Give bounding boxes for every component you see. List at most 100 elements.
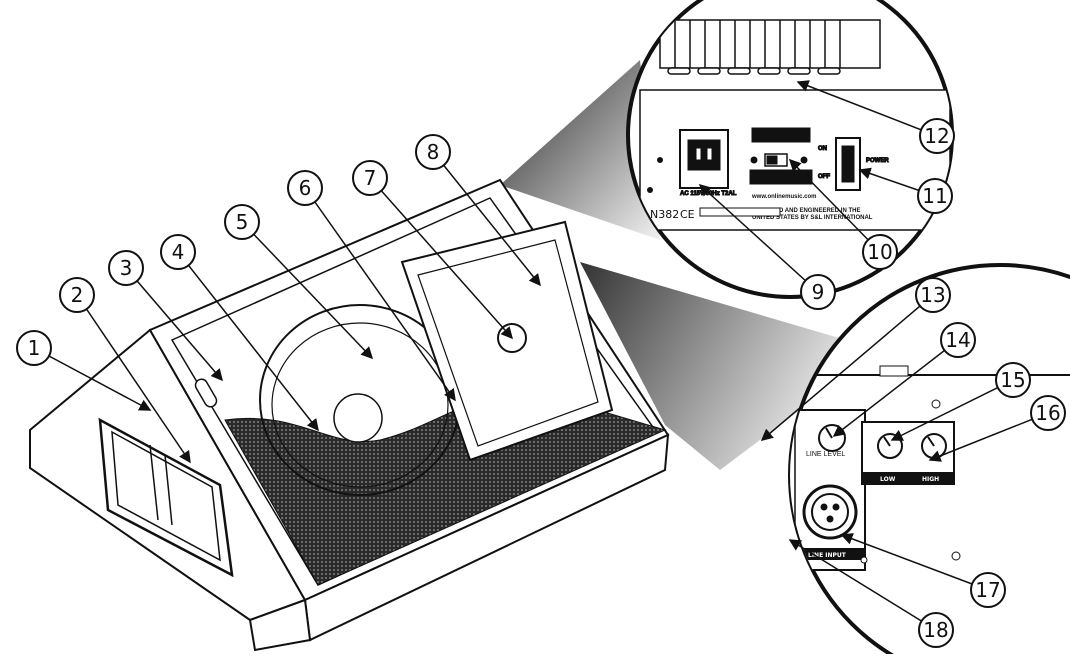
callout-circle-8 xyxy=(415,134,451,170)
callout-circle-9 xyxy=(800,274,836,310)
rear-panel-magnifier: AC 115V 60Hz T2AL www.onlinemusic.com DE… xyxy=(626,0,954,299)
callout-8: 8 xyxy=(415,134,451,170)
callout-leader-15 xyxy=(890,379,1014,441)
callout-number-17: 17 xyxy=(975,578,1000,602)
callout-number-1: 1 xyxy=(28,336,41,360)
callout-number-13: 13 xyxy=(920,283,945,307)
callout-leader-10 xyxy=(788,158,881,253)
callout-3: 3 xyxy=(108,250,144,286)
callout-17: 17 xyxy=(970,572,1006,608)
line-level-label: LINE LEVEL xyxy=(806,451,845,458)
callout-number-5: 5 xyxy=(236,210,249,234)
callout-leader-12 xyxy=(796,80,938,137)
power-label: POWER xyxy=(866,158,889,164)
magnifier-beam-bottom xyxy=(580,262,880,470)
high-label: HIGH xyxy=(922,476,939,483)
callout-circle-14 xyxy=(940,322,976,358)
callout-circle-16 xyxy=(1030,395,1066,431)
line-input-label: LINE INPUT xyxy=(808,552,847,559)
callout-15: 15 xyxy=(995,362,1031,398)
callout-number-14: 14 xyxy=(945,328,970,352)
woofer xyxy=(259,304,461,496)
callout-leader-7 xyxy=(369,177,513,340)
callout-leader-4 xyxy=(177,251,319,432)
callout-11: 11 xyxy=(917,178,953,214)
callout-10: 10 xyxy=(862,234,898,270)
line-input-xlr xyxy=(802,484,858,540)
callout-5: 5 xyxy=(224,204,260,240)
callout-circle-10 xyxy=(862,234,898,270)
callout-7: 7 xyxy=(352,160,388,196)
callout-number-3: 3 xyxy=(120,256,133,280)
callout-16: 16 xyxy=(1030,395,1066,431)
callout-number-6: 6 xyxy=(299,176,312,200)
callout-circle-15 xyxy=(995,362,1031,398)
line-output-xlr xyxy=(736,491,784,539)
line-output-label: LINE OUTPUT xyxy=(740,552,786,559)
callout-circle-4 xyxy=(160,234,196,270)
voltage-selector xyxy=(749,127,813,185)
callout-leader-6 xyxy=(304,187,456,402)
callout-leader-16 xyxy=(928,412,1049,462)
callout-leader-18 xyxy=(788,539,937,631)
callout-number-2: 2 xyxy=(71,283,84,307)
on-label: ON xyxy=(818,146,827,152)
callout-leader-5 xyxy=(241,221,374,360)
callout-number-16: 16 xyxy=(1035,401,1060,425)
callout-leader-14 xyxy=(832,339,959,437)
callout-leaders xyxy=(33,80,1049,631)
callout-2: 2 xyxy=(59,277,95,313)
callout-leader-17 xyxy=(840,533,989,591)
callout-6: 6 xyxy=(287,170,323,206)
top-handle-slot xyxy=(194,378,218,408)
off-label: OFF xyxy=(818,174,830,180)
callout-circle-6 xyxy=(287,170,323,206)
callout-circle-18 xyxy=(918,612,954,648)
callout-9: 9 xyxy=(800,274,836,310)
callout-circle-7 xyxy=(352,160,388,196)
callout-number-9: 9 xyxy=(812,280,825,304)
callout-13: 13 xyxy=(915,277,951,313)
callout-circle-3 xyxy=(108,250,144,286)
callout-circle-17 xyxy=(970,572,1006,608)
callout-circle-11 xyxy=(917,178,953,214)
callout-number-10: 10 xyxy=(867,240,892,264)
callout-number-4: 4 xyxy=(172,240,185,264)
callout-leader-13 xyxy=(760,294,934,441)
url-text: www.onlinemusic.com xyxy=(751,194,816,200)
protection-label: PROTECTION xyxy=(742,449,788,456)
callout-number-18: 18 xyxy=(923,618,948,642)
callout-1: 1 xyxy=(16,330,52,366)
callout-leader-9 xyxy=(698,183,819,293)
magnifier-beam-top xyxy=(500,60,660,240)
power-switch: ON OFF POWER xyxy=(818,137,890,191)
callout-4: 4 xyxy=(160,234,196,270)
callout-leader-1 xyxy=(33,347,152,411)
callout-circle-12 xyxy=(919,118,955,154)
low-label: LOW xyxy=(880,476,896,483)
callout-leader-2 xyxy=(76,294,191,464)
callout-circle-13 xyxy=(915,277,951,313)
callout-number-11: 11 xyxy=(922,184,947,208)
callout-circle-5 xyxy=(224,204,260,240)
line-level-knob xyxy=(818,424,846,452)
callout-14: 14 xyxy=(940,322,976,358)
callout-number-7: 7 xyxy=(364,166,377,190)
made-line-2: UNITED STATES BY S&L INTERNATIONAL xyxy=(752,215,873,221)
callout-leader-8 xyxy=(432,151,541,287)
callout-number-15: 15 xyxy=(1000,368,1025,392)
callout-circle-2 xyxy=(59,277,95,313)
callout-number-8: 8 xyxy=(427,140,440,164)
callout-circle-1 xyxy=(16,330,52,366)
made-line-1: DESIGNED AND ENGINEERED IN THE xyxy=(752,208,860,214)
callout-number-12: 12 xyxy=(924,124,949,148)
callout-18: 18 xyxy=(918,612,954,648)
callout-leader-3 xyxy=(125,267,223,382)
model-number: N382 xyxy=(650,208,679,221)
ce-mark: CE xyxy=(680,208,695,221)
callout-12: 12 xyxy=(919,118,955,154)
iec-power-socket: AC 115V 60Hz T2AL xyxy=(679,129,737,198)
